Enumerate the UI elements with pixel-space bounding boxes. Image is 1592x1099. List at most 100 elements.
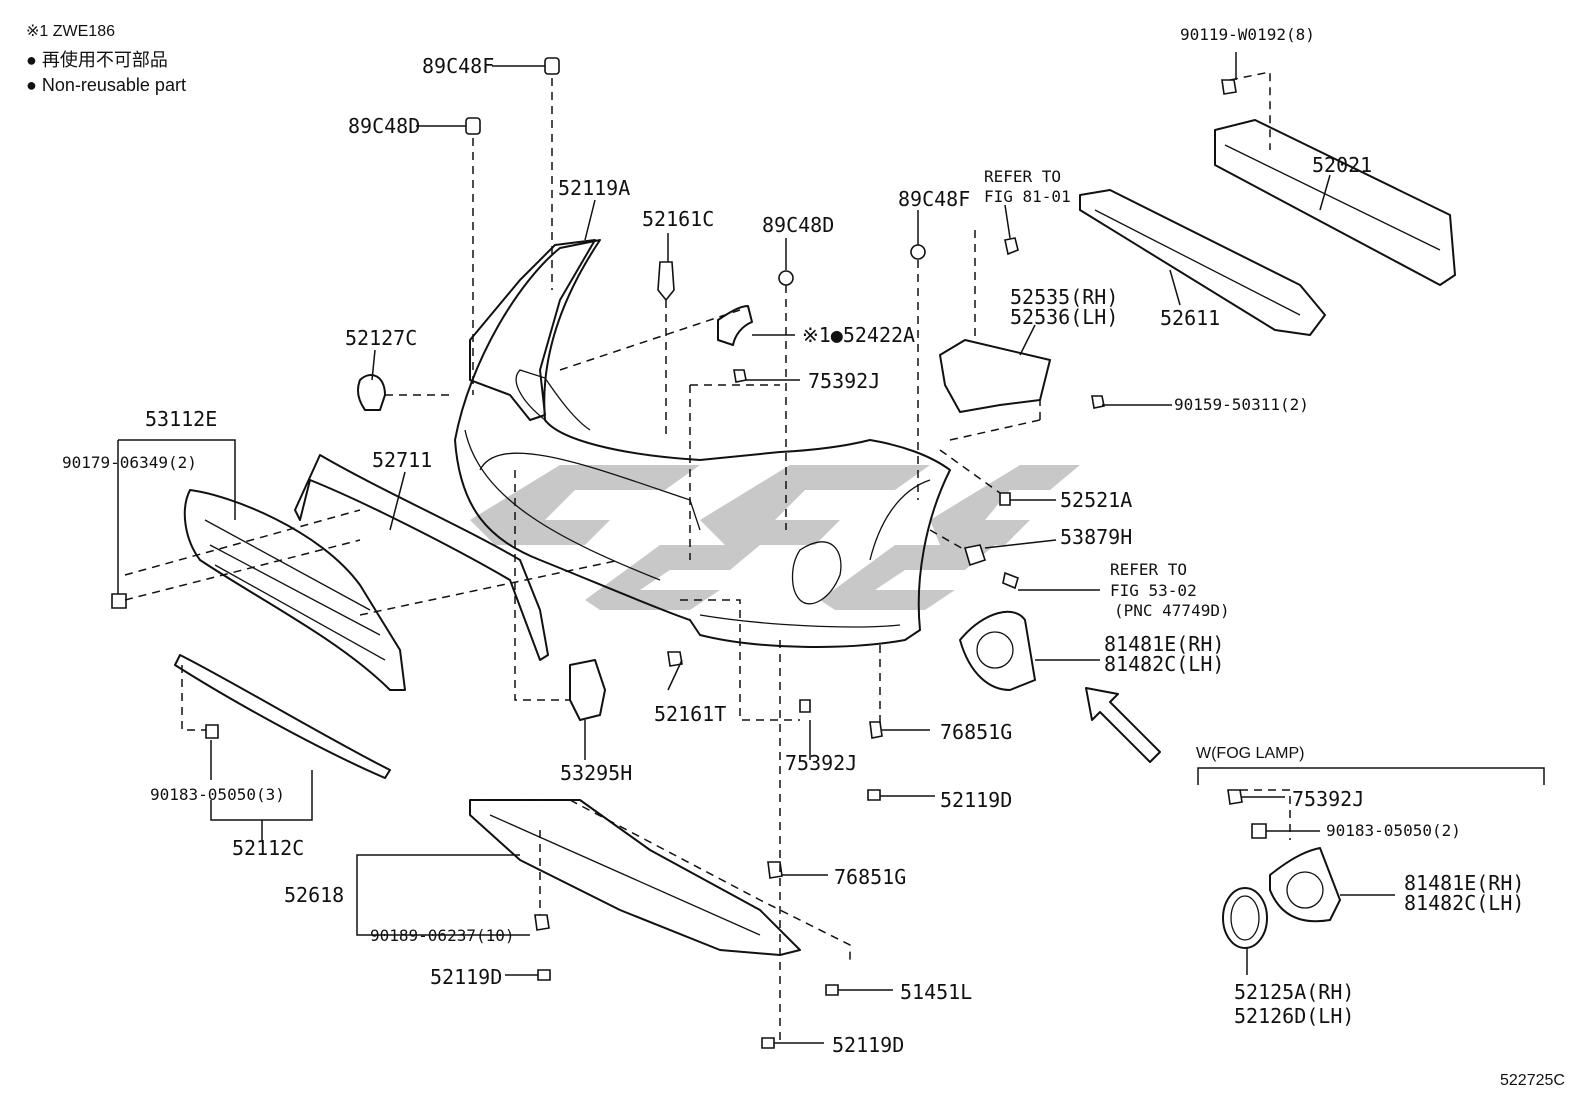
bumper-molding bbox=[294, 454, 549, 661]
label-51451l: 51451L bbox=[900, 980, 972, 1004]
label-52536: 52536(LH) bbox=[1010, 305, 1118, 329]
label-52618: 52618 bbox=[284, 883, 344, 907]
label-refer-81-line1: REFER TO bbox=[984, 167, 1061, 186]
bolt-refer-53 bbox=[1002, 571, 1019, 590]
label-52521a: 52521A bbox=[1060, 488, 1132, 512]
absorber-52611 bbox=[1079, 189, 1326, 336]
label-90183-fog: 90183-05050(2) bbox=[1326, 821, 1461, 840]
label-52161c: 52161C bbox=[642, 207, 714, 231]
fog-lamp-assembly bbox=[1222, 847, 1341, 949]
label-90179: 90179-06349(2) bbox=[62, 453, 197, 472]
label-52711: 52711 bbox=[372, 448, 432, 472]
screw-51451l bbox=[825, 984, 839, 996]
legend-bullet-cn: ● 再使用不可部品 bbox=[26, 50, 168, 70]
screw-75392j-fog bbox=[1227, 789, 1243, 805]
screw-52119d-c bbox=[761, 1037, 775, 1049]
clip-89c48d-mid bbox=[778, 270, 794, 286]
clip-52161c bbox=[657, 261, 675, 302]
fasteners bbox=[111, 57, 1267, 1049]
part-labels: 89C48F 89C48D 52119A 52161C 89C48D 89C48… bbox=[62, 25, 1565, 1089]
bolt-90159 bbox=[1091, 395, 1105, 409]
label-53295h: 53295H bbox=[560, 761, 632, 785]
label-refer-53-line1: REFER TO bbox=[1110, 560, 1187, 579]
label-81482c-fog: 81482C(LH) bbox=[1404, 891, 1524, 915]
nut-90183-fog bbox=[1251, 823, 1267, 839]
label-52535: 52535(RH) bbox=[1010, 285, 1118, 309]
label-76851g-b: 76851G bbox=[834, 865, 906, 889]
screw-52119d-a bbox=[867, 789, 881, 801]
label-76851g-a: 76851G bbox=[940, 720, 1012, 744]
fog-lamp-group-bracket bbox=[1197, 767, 1545, 785]
fog-cover bbox=[959, 610, 1036, 691]
label-89c48f-right: 89C48F bbox=[898, 187, 970, 211]
legend: ※1 ZWE186 ● 再使用不可部品 ● Non-reusable part bbox=[26, 23, 186, 95]
label-52422a: ※1●52422A bbox=[802, 323, 915, 347]
figure-code: 522725C bbox=[1500, 1072, 1565, 1089]
label-52119d-c: 52119D bbox=[832, 1033, 904, 1057]
clip-52161t bbox=[667, 651, 683, 667]
label-90189: 90189-06237(10) bbox=[370, 926, 515, 945]
clip-53879h bbox=[963, 544, 987, 567]
bolt-refer-81 bbox=[1004, 237, 1019, 256]
upper-grille bbox=[469, 239, 596, 421]
label-90183-left: 90183-05050(3) bbox=[150, 785, 285, 804]
label-refer-53-line2: FIG 53-02 bbox=[1110, 581, 1197, 600]
label-89c48d-mid: 89C48D bbox=[762, 213, 834, 237]
label-89c48d-left: 89C48D bbox=[348, 114, 420, 138]
side-retainer bbox=[939, 339, 1051, 413]
label-52021: 52021 bbox=[1312, 153, 1372, 177]
nut-90189 bbox=[534, 914, 550, 931]
reinforcement-52021 bbox=[1214, 119, 1456, 286]
label-81482c: 81482C(LH) bbox=[1104, 652, 1224, 676]
legend-bullet-en: ● Non-reusable part bbox=[26, 75, 186, 95]
label-fog-lamp-group: W(FOG LAMP) bbox=[1196, 745, 1304, 762]
clip-76851g-b bbox=[767, 861, 783, 879]
assembly-dashed-lines bbox=[124, 71, 1291, 1040]
label-52119d-a: 52119D bbox=[940, 788, 1012, 812]
label-52611: 52611 bbox=[1160, 306, 1220, 330]
screw-75392j-mid bbox=[799, 699, 811, 713]
lower-lip bbox=[174, 654, 391, 779]
label-52112c: 52112C bbox=[232, 836, 304, 860]
trim-52422a bbox=[717, 305, 753, 346]
label-53112e: 53112E bbox=[145, 407, 217, 431]
label-52119a: 52119A bbox=[558, 176, 630, 200]
clip-89c48f-right bbox=[910, 244, 926, 260]
nut-90183-left bbox=[205, 724, 219, 739]
screw-52119d-b bbox=[537, 969, 551, 981]
legend-note: ※1 ZWE186 bbox=[26, 23, 115, 40]
watermark-logo bbox=[470, 465, 1080, 610]
bolt-90119 bbox=[1221, 79, 1237, 95]
label-81481e-fog: 81481E(RH) bbox=[1404, 871, 1524, 895]
leader-lines bbox=[117, 52, 1395, 1044]
label-refer-53-line3: (PNC 47749D) bbox=[1114, 601, 1230, 620]
fog-lamp-arrow bbox=[1085, 687, 1161, 763]
label-52126d: 52126D(LH) bbox=[1234, 1004, 1354, 1028]
clip-89c48f-top bbox=[544, 57, 560, 75]
label-90119: 90119-W0192(8) bbox=[1180, 25, 1315, 44]
label-75392j-fog: 75392J bbox=[1292, 787, 1364, 811]
clip-76851g-a bbox=[869, 721, 883, 739]
label-75392j-top: 75392J bbox=[808, 369, 880, 393]
side-cover-52127c bbox=[356, 374, 386, 411]
bumper-cover bbox=[454, 239, 951, 648]
label-refer-81-line2: FIG 81-01 bbox=[984, 187, 1071, 206]
bracket-53295h bbox=[569, 659, 606, 721]
label-53879h: 53879H bbox=[1060, 525, 1132, 549]
label-52125a: 52125A(RH) bbox=[1234, 980, 1354, 1004]
clip-89c48d-left bbox=[465, 117, 481, 135]
label-81481e: 81481E(RH) bbox=[1104, 632, 1224, 656]
under-cover bbox=[469, 799, 801, 956]
label-52161t: 52161T bbox=[654, 702, 726, 726]
screw-75392j-top bbox=[733, 369, 747, 383]
clip-52521a bbox=[999, 492, 1011, 506]
label-52119d-b: 52119D bbox=[430, 965, 502, 989]
label-52127c: 52127C bbox=[345, 326, 417, 350]
label-90159: 90159-50311(2) bbox=[1174, 395, 1309, 414]
label-75392j-mid: 75392J bbox=[785, 751, 857, 775]
label-89c48f-top: 89C48F bbox=[422, 54, 494, 78]
lower-grille bbox=[183, 489, 406, 691]
nut-90179 bbox=[111, 593, 127, 609]
